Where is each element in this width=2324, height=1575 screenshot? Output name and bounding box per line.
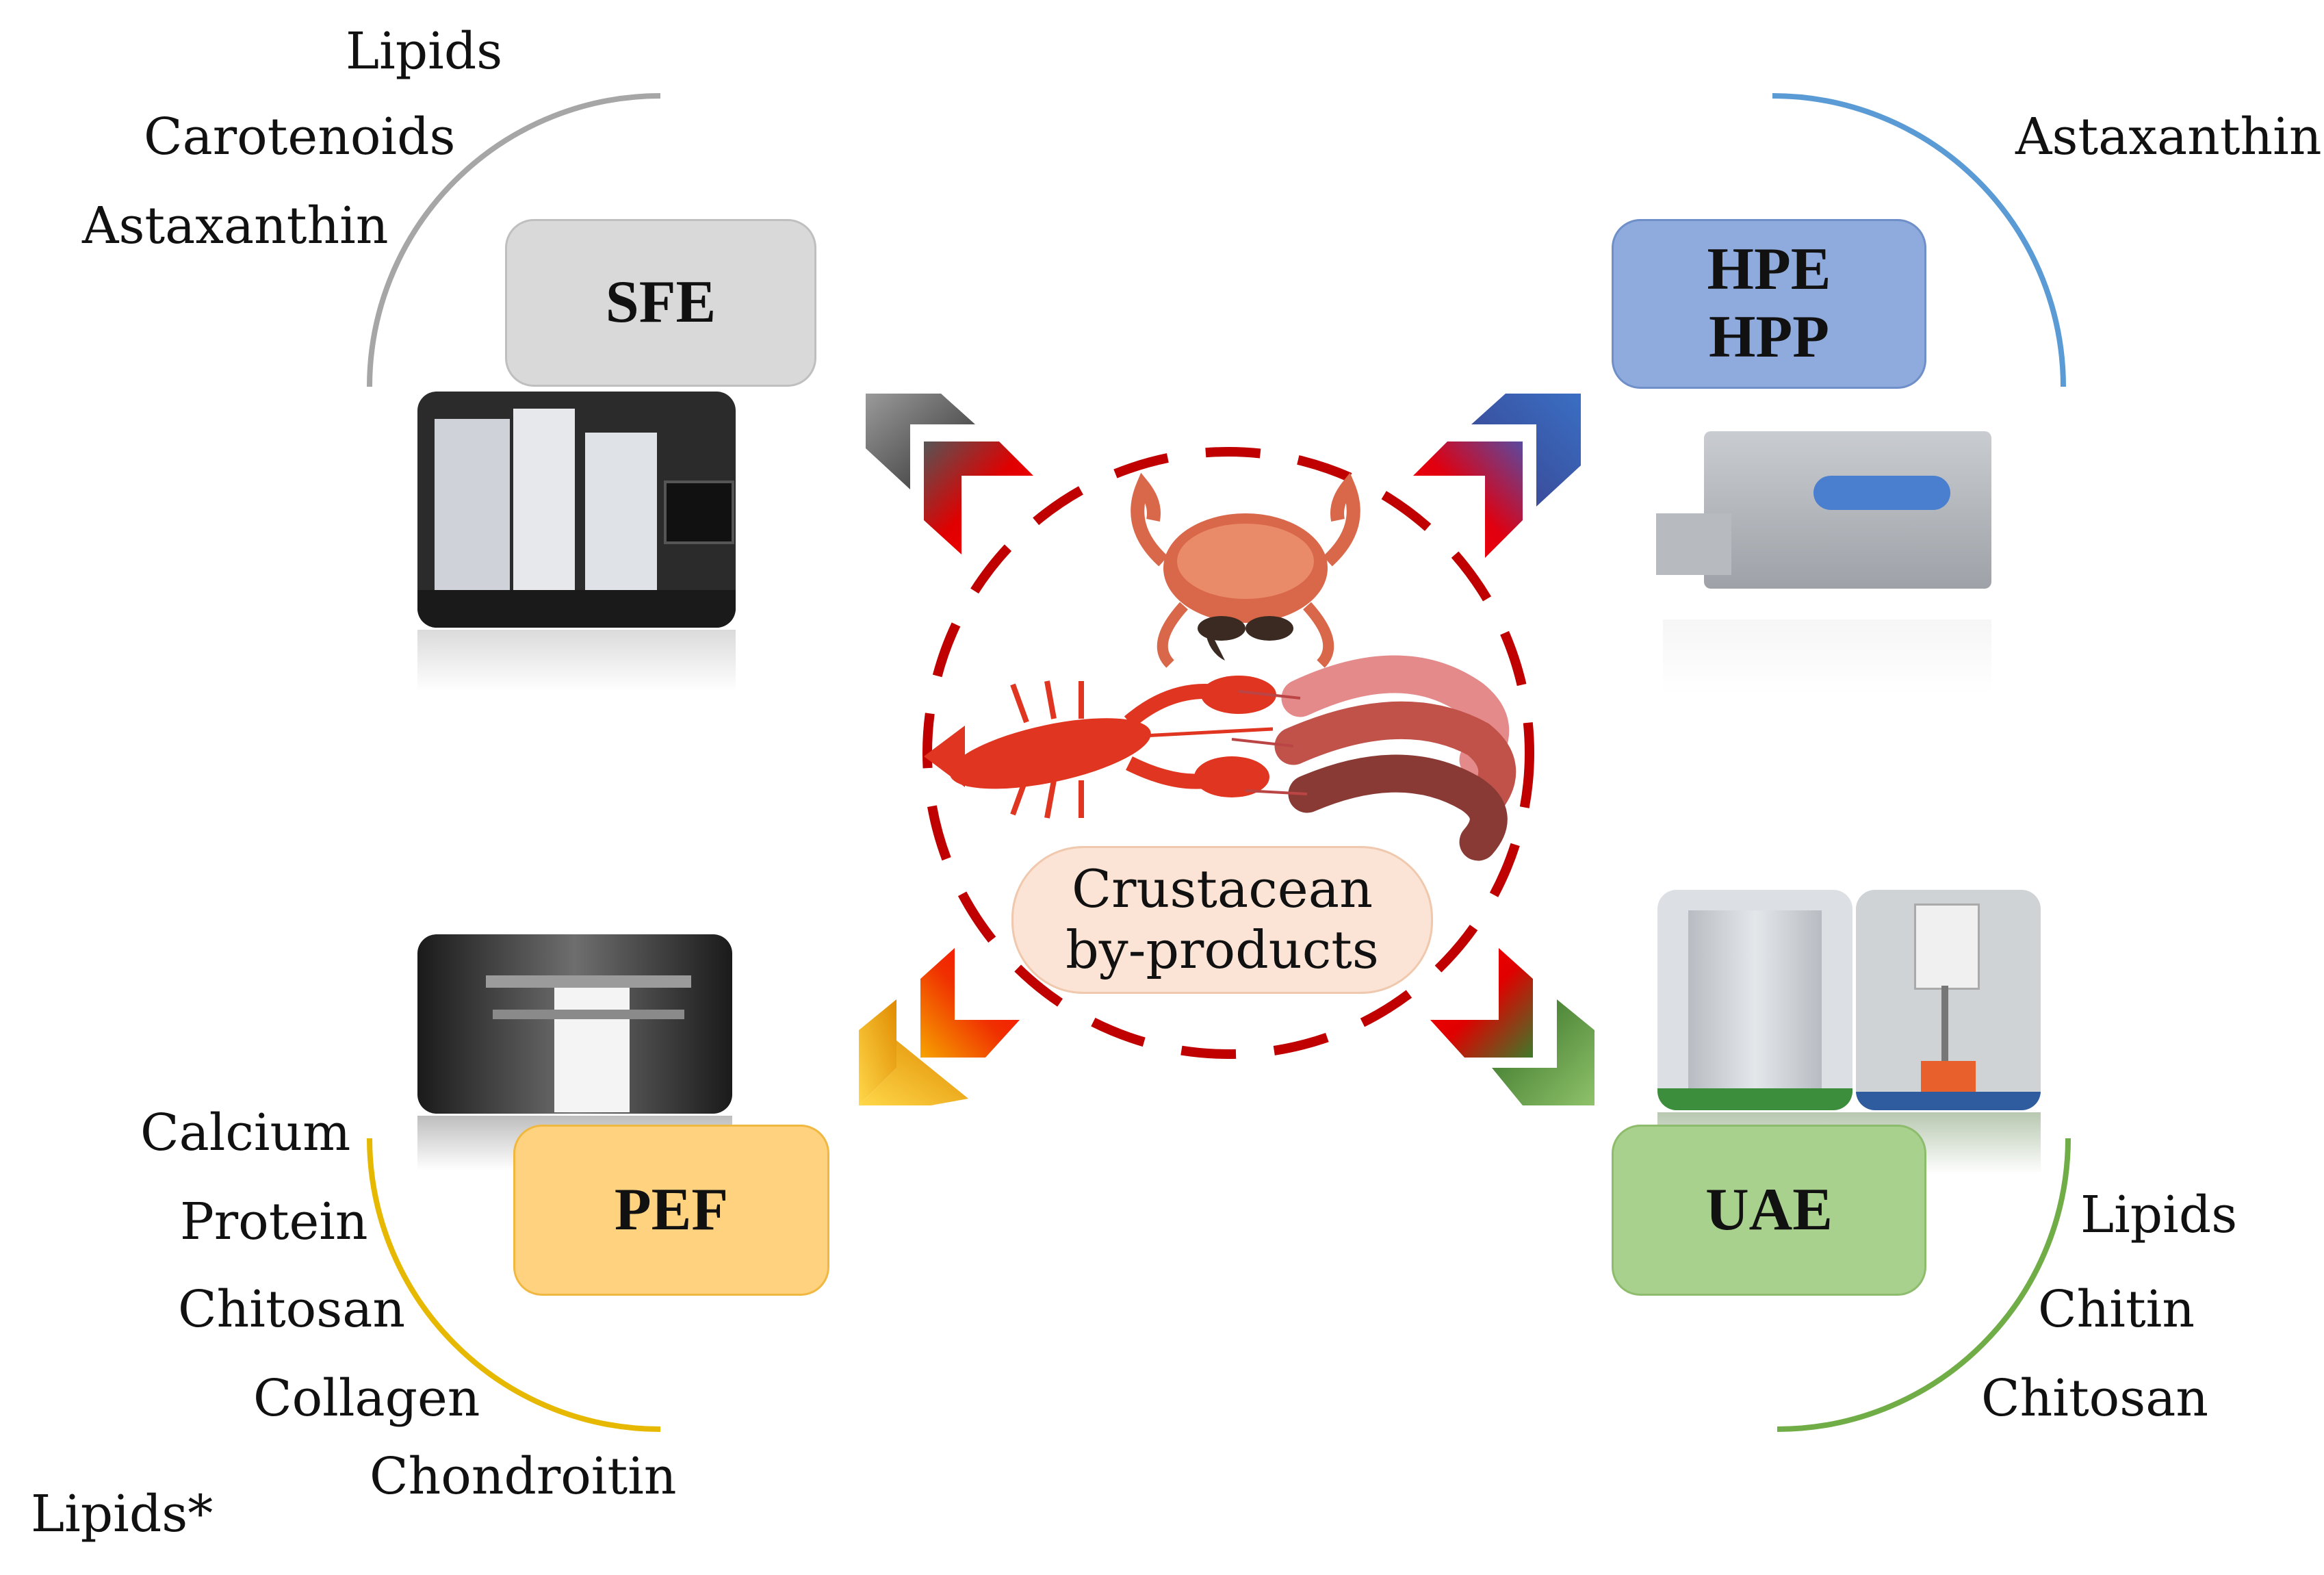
chevron-bottom-right <box>1430 948 1594 1105</box>
sfe-arc <box>367 93 661 387</box>
pef-compound-3: Chitosan <box>178 1280 405 1339</box>
hpe-box: HPE HPP <box>1612 219 1926 389</box>
hpe-compound-1: Astaxanthin <box>2015 107 2322 166</box>
hpp-equipment-photo <box>1656 411 1998 616</box>
pef-equipment-photo <box>417 934 732 1114</box>
uae-compound-2: Chitin <box>2038 1280 2195 1339</box>
sfe-equipment-photo <box>417 392 736 628</box>
center-label-line2: by-products <box>1066 919 1379 980</box>
pef-extra-note: Lipids* <box>31 1485 214 1544</box>
uae-box: UAE <box>1612 1125 1926 1296</box>
chevron-top-right <box>1413 394 1581 558</box>
shrimp-icon <box>1231 655 1516 861</box>
lobster-icon <box>924 676 1276 819</box>
pef-label: PEF <box>614 1176 729 1243</box>
sfe-photo-reflection <box>417 630 736 691</box>
dashed-circle <box>922 447 1534 1059</box>
uae-equipment-photo-1 <box>1657 890 1852 1110</box>
pef-compound-2: Protein <box>180 1192 368 1251</box>
crab-icon <box>1131 472 1360 668</box>
sfe-compound-1: Lipids <box>346 22 503 81</box>
pef-compound-1: Calcium <box>140 1103 351 1162</box>
uae-compound-1: Lipids <box>2080 1186 2238 1244</box>
center-label: Crustacean by-products <box>1011 846 1433 994</box>
pef-box: PEF <box>513 1125 829 1296</box>
hpe-label-line1: HPE <box>1707 236 1831 303</box>
uae-compound-3: Chitosan <box>1981 1369 2208 1428</box>
center-label-line1: Crustacean <box>1071 858 1373 920</box>
pef-compound-4: Collagen <box>253 1369 480 1428</box>
hpp-photo-reflection <box>1663 619 1991 695</box>
hpp-label-line2: HPP <box>1709 304 1829 370</box>
uae-equipment-photo-2 <box>1856 890 2041 1110</box>
chevron-top-left <box>866 394 1033 554</box>
uae-arc <box>1777 1138 2071 1432</box>
hpe-arc <box>1772 93 2066 387</box>
sfe-label: SFE <box>605 269 716 336</box>
pef-arc <box>367 1138 661 1432</box>
sfe-compound-3: Astaxanthin <box>82 196 389 255</box>
sfe-compound-2: Carotenoids <box>144 107 456 166</box>
chevron-bottom-left <box>859 948 1020 1105</box>
pef-compound-5: Chondroitin <box>370 1447 677 1506</box>
sfe-box: SFE <box>505 219 816 387</box>
uae-label: UAE <box>1705 1176 1833 1243</box>
